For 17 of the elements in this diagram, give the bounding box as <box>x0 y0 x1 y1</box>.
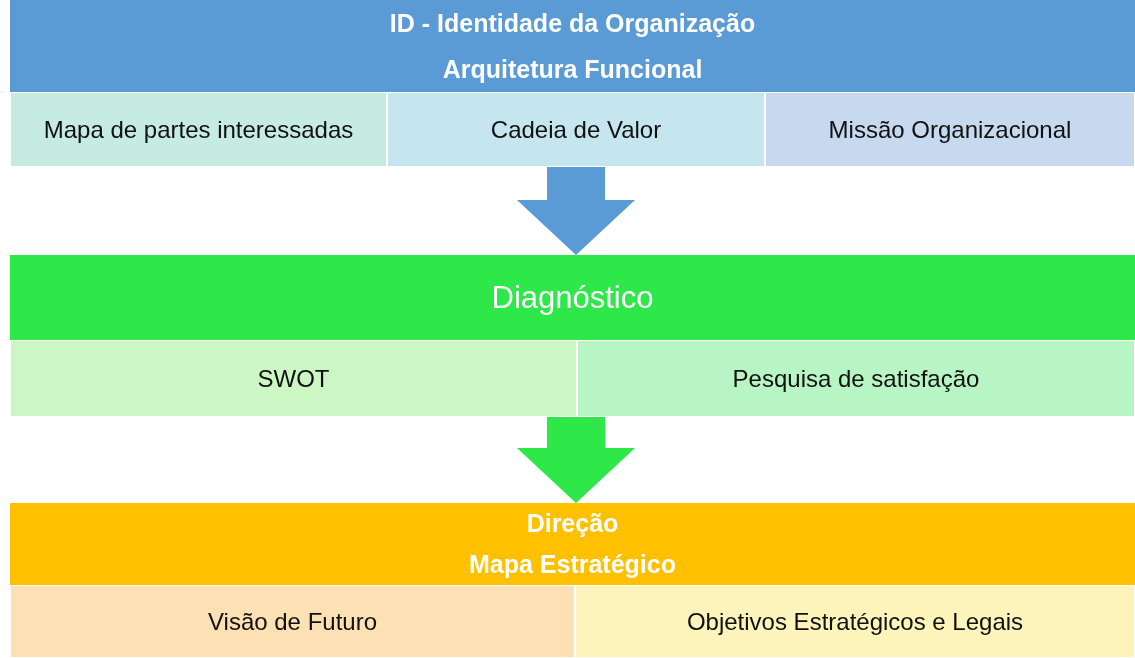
section-band <box>10 255 1135 417</box>
block-arrow <box>517 417 635 503</box>
band-title: Direção <box>526 509 619 538</box>
section-band <box>10 503 1135 658</box>
item-box: Missão Organizacional <box>765 92 1135 167</box>
item-box: Objetivos Estratégicos e Legais <box>575 585 1135 658</box>
item-box: Cadeia de Valor <box>387 92 765 167</box>
item-box: Mapa de partes interessadas <box>10 92 387 167</box>
item-box: Visão de Futuro <box>10 585 575 658</box>
block-arrow <box>517 167 635 255</box>
band-title: Diagnóstico <box>491 279 654 316</box>
band-subtitle: Mapa Estratégico <box>469 550 676 579</box>
section-band <box>10 0 1135 167</box>
band-subtitle: Arquitetura Funcional <box>442 54 703 84</box>
item-box: SWOT <box>10 340 577 417</box>
band-title: ID - Identidade da Organização <box>389 8 756 38</box>
item-box: Pesquisa de satisfação <box>577 340 1135 417</box>
